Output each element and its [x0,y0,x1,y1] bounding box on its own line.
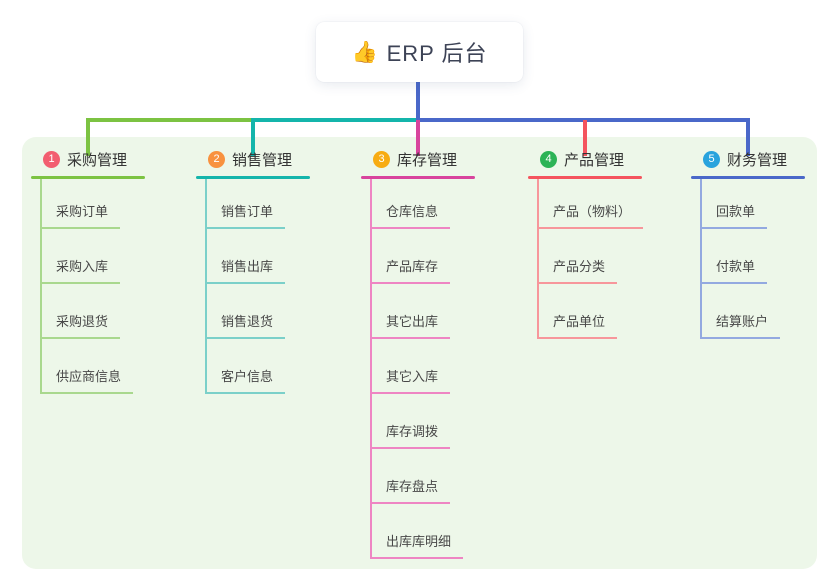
child-node[interactable]: 出库库明细 [370,504,464,559]
branch-drop-line-3 [416,120,420,156]
child-node[interactable]: 回款单 [700,174,780,229]
child-node[interactable]: 产品库存 [370,229,463,284]
branch-number-badge-4: 4 [540,150,557,168]
child-node-label: 采购退货 [40,311,121,339]
child-node[interactable]: 销售订单 [205,174,286,229]
branch-number-badge-5: 5 [703,150,720,168]
branch-header-5[interactable]: 5 财务管理 [703,149,787,169]
branch-children-line-4 [537,179,539,339]
root-trunk-line [416,82,420,122]
child-node-label: 产品单位 [537,311,618,339]
child-node-label: 采购订单 [40,201,121,229]
branch-children-line-5 [700,179,702,339]
child-node[interactable]: 供应商信息 [40,339,134,394]
child-node[interactable]: 销售退货 [205,284,286,339]
branch-header-2[interactable]: 2 销售管理 [208,149,292,169]
child-node[interactable]: 产品（物料） [537,174,644,229]
branch-number-badge-3: 3 [373,150,390,168]
root-node-label: ERP 后台 [386,41,488,66]
child-node-label: 销售出库 [205,256,286,284]
branch-drop-line-1 [86,120,90,156]
branch-label-4: 产品管理 [564,151,625,169]
branch-underline-5 [691,176,805,179]
child-node-label: 库存调拨 [370,421,451,449]
child-node[interactable]: 其它入库 [370,339,463,394]
child-node[interactable]: 产品单位 [537,284,643,339]
branch-children-column-1: 采购订单采购入库采购退货供应商信息 [40,174,134,394]
child-node[interactable]: 仓库信息 [370,174,463,229]
child-node[interactable]: 付款单 [700,229,780,284]
child-node[interactable]: 其它出库 [370,284,463,339]
child-node[interactable]: 客户信息 [205,339,286,394]
branch-number-badge-1: 1 [43,150,60,168]
branch-children-column-5: 回款单付款单结算账户 [700,174,781,339]
branch-underline-1 [31,176,145,179]
root-node-erp-backend[interactable]: 👍 ERP 后台 [316,22,523,82]
branch-children-line-1 [40,179,42,394]
child-node-label: 回款单 [700,201,768,229]
branch-children-column-2: 销售订单销售出库销售退货客户信息 [205,174,286,394]
branches-background-panel [22,137,817,569]
child-node-label: 结算账户 [700,311,781,339]
connector-segment-middle [251,118,420,122]
thumbs-up-icon: 👍 [351,40,378,64]
child-node-label: 付款单 [700,256,768,284]
child-node-label: 仓库信息 [370,201,451,229]
child-node-label: 客户信息 [205,366,286,394]
child-node-label: 产品库存 [370,256,451,284]
branch-label-5: 财务管理 [727,151,788,169]
branch-header-1[interactable]: 1 采购管理 [43,149,127,169]
child-node-label: 销售退货 [205,311,286,339]
branch-drop-line-4 [583,120,587,156]
branch-label-2: 销售管理 [232,151,293,169]
child-node-label: 其它入库 [370,366,451,394]
child-node[interactable]: 库存调拨 [370,394,463,449]
branch-number-badge-2: 2 [208,150,225,168]
branch-children-line-3 [370,179,372,559]
child-node-label: 产品分类 [537,256,618,284]
child-node-label: 产品（物料） [537,201,644,229]
branch-children-column-4: 产品（物料） 产品分类产品单位 [537,174,644,339]
child-node-label: 采购入库 [40,256,121,284]
branch-label-1: 采购管理 [67,151,128,169]
branch-underline-3 [361,176,475,179]
branch-header-3[interactable]: 3 库存管理 [373,149,457,169]
branch-header-4[interactable]: 4 产品管理 [540,149,624,169]
child-node-label: 库存盘点 [370,476,451,504]
child-node[interactable]: 销售出库 [205,229,286,284]
branch-children-line-2 [205,179,207,394]
branch-drop-line-2 [251,120,255,156]
child-node-label: 出库库明细 [370,531,464,559]
branch-label-3: 库存管理 [397,151,458,169]
child-node[interactable]: 采购订单 [40,174,133,229]
child-node[interactable]: 采购退货 [40,284,133,339]
connector-segment-left [86,118,255,122]
child-node[interactable]: 采购入库 [40,229,133,284]
branch-underline-2 [196,176,310,179]
child-node-label: 其它出库 [370,311,451,339]
child-node-label: 销售订单 [205,201,286,229]
branch-drop-line-5 [746,120,750,156]
child-node[interactable]: 库存盘点 [370,449,463,504]
branch-underline-4 [528,176,642,179]
child-node-label: 供应商信息 [40,366,134,394]
child-node[interactable]: 结算账户 [700,284,781,339]
branch-children-column-3: 仓库信息产品库存其它出库其它入库库存调拨库存盘点出库库明细 [370,174,464,559]
child-node[interactable]: 产品分类 [537,229,643,284]
